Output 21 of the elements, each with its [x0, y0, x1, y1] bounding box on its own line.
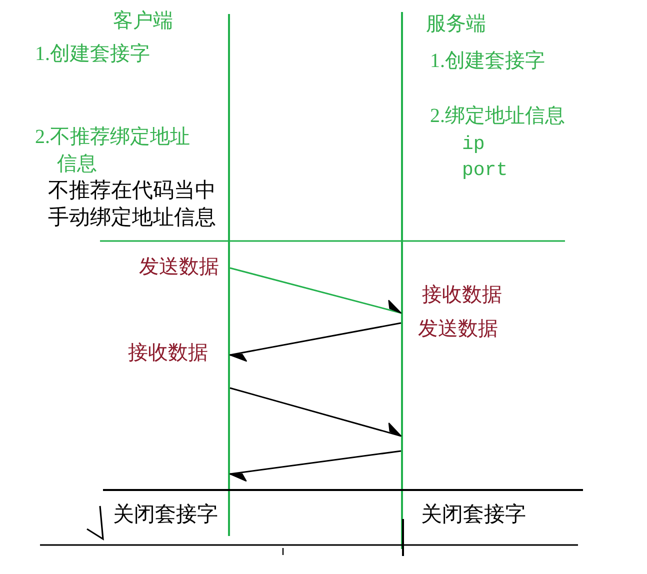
arrow — [229, 322, 402, 362]
step-text: 关闭套接字 — [113, 502, 218, 528]
arrow — [230, 387, 402, 437]
step-text: 1.创建套接字 — [35, 42, 150, 66]
message-label: 接收数据 — [422, 283, 502, 307]
step-text: 2.绑定地址信息 — [430, 104, 565, 128]
message-label: 接收数据 — [128, 341, 208, 365]
parameter-text: port — [462, 159, 508, 182]
column-heading: 服务端 — [426, 12, 486, 36]
step-text: 1.创建套接字 — [430, 49, 545, 73]
step-text: 关闭套接字 — [421, 502, 526, 528]
arrow — [229, 450, 402, 482]
lifeline — [401, 12, 403, 549]
parameter-text: ip — [462, 133, 485, 156]
message-label: 发送数据 — [418, 317, 498, 341]
message-label: 发送数据 — [139, 255, 219, 279]
arrow — [230, 267, 402, 314]
step-text: 2.不推荐绑定地址信息 — [35, 125, 191, 177]
column-heading: 客户端 — [113, 9, 173, 33]
note-text: 不推荐在代码当中手动绑定地址信息 — [48, 177, 217, 231]
lifeline — [228, 14, 230, 536]
